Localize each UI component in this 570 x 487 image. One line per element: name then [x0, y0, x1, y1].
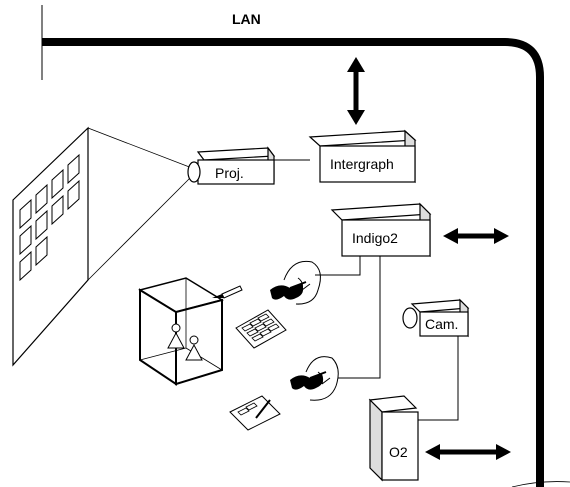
indigo2-workstation	[330, 202, 432, 258]
o2-workstation	[368, 395, 419, 482]
screen-windows	[19, 153, 80, 282]
indigo2-user-bottom-cable	[338, 256, 381, 379]
virtual-cube	[138, 277, 224, 386]
indigo2-label: Indigo2	[352, 230, 398, 246]
projector-lens	[187, 161, 201, 183]
stylus-pen	[212, 285, 243, 299]
camera-lens	[402, 307, 418, 329]
input-tablet	[235, 309, 287, 349]
shutter-glasses-icon	[290, 371, 327, 390]
indigo2-lan-link	[443, 228, 509, 244]
shutter-glasses-icon	[270, 281, 307, 300]
lan-backbone	[41, 5, 544, 487]
camera-label: Cam.	[425, 316, 458, 332]
intergraph-label: Intergraph	[330, 156, 394, 172]
floor-line	[511, 481, 570, 487]
camera	[402, 298, 470, 338]
lan-label: LAN	[232, 11, 261, 27]
projector	[187, 146, 276, 185]
intergraph-workstation	[308, 129, 417, 184]
user-bottom-head	[290, 356, 339, 401]
cube-figures	[167, 323, 203, 361]
projector-label: Proj.	[215, 165, 244, 181]
camera-o2-cable	[418, 336, 459, 421]
pen-tablet	[229, 395, 281, 431]
intergraph-lan-link	[347, 57, 365, 125]
indigo2-user-top-cable	[315, 256, 361, 276]
o2-label: O2	[389, 444, 408, 460]
projection-screen	[12, 126, 89, 367]
projection-beam	[87, 127, 193, 281]
o2-lan-link	[425, 444, 511, 460]
user-top-head	[270, 260, 321, 305]
